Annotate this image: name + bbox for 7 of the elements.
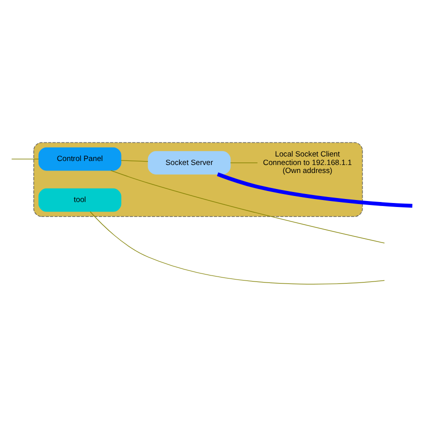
cluster	[33, 142, 363, 216]
connector	[11, 158, 39, 159]
connector	[120, 160, 148, 162]
connector	[230, 162, 258, 163]
connector	[110, 170, 385, 243]
connector	[90, 210, 385, 284]
connector	[216, 172, 412, 208]
